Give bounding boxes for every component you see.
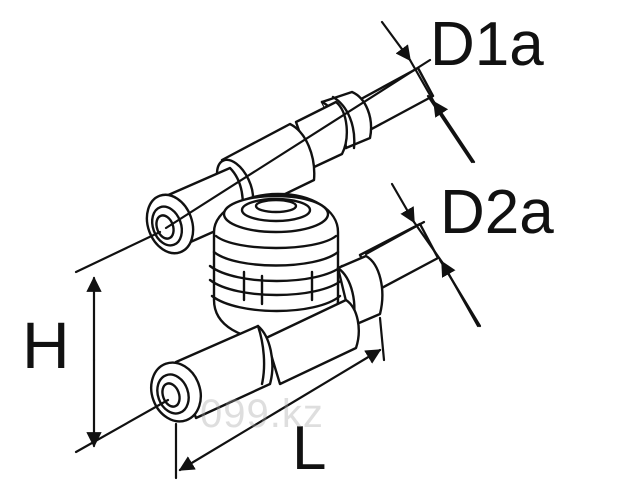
dimension-label-d1a: D1a [430,10,544,79]
h-extension-top [74,230,162,274]
dimension-label-length: L [292,414,327,483]
d1a-arrow-bottom [432,100,476,164]
l-extension-right [378,316,386,362]
d1a-extension-upper [164,58,432,230]
d2a-arrow-top [390,182,416,224]
dimension-label-d2a: D2a [440,178,554,247]
watermark-text: 099.kz [200,392,324,436]
h-extension-bottom [74,398,170,454]
valve-body [208,192,344,342]
l-arrow-right [278,348,382,412]
d1a-arrow-top [380,20,412,62]
d1a-extension-lower [426,94,474,164]
bottom-end-cap [150,361,202,423]
d2a-extension-upper [364,220,426,256]
l-arrow-left [178,408,282,472]
dimension-label-height: H [22,308,70,382]
top-end-cap [145,193,195,255]
d2a-arrow-bottom [440,260,480,328]
